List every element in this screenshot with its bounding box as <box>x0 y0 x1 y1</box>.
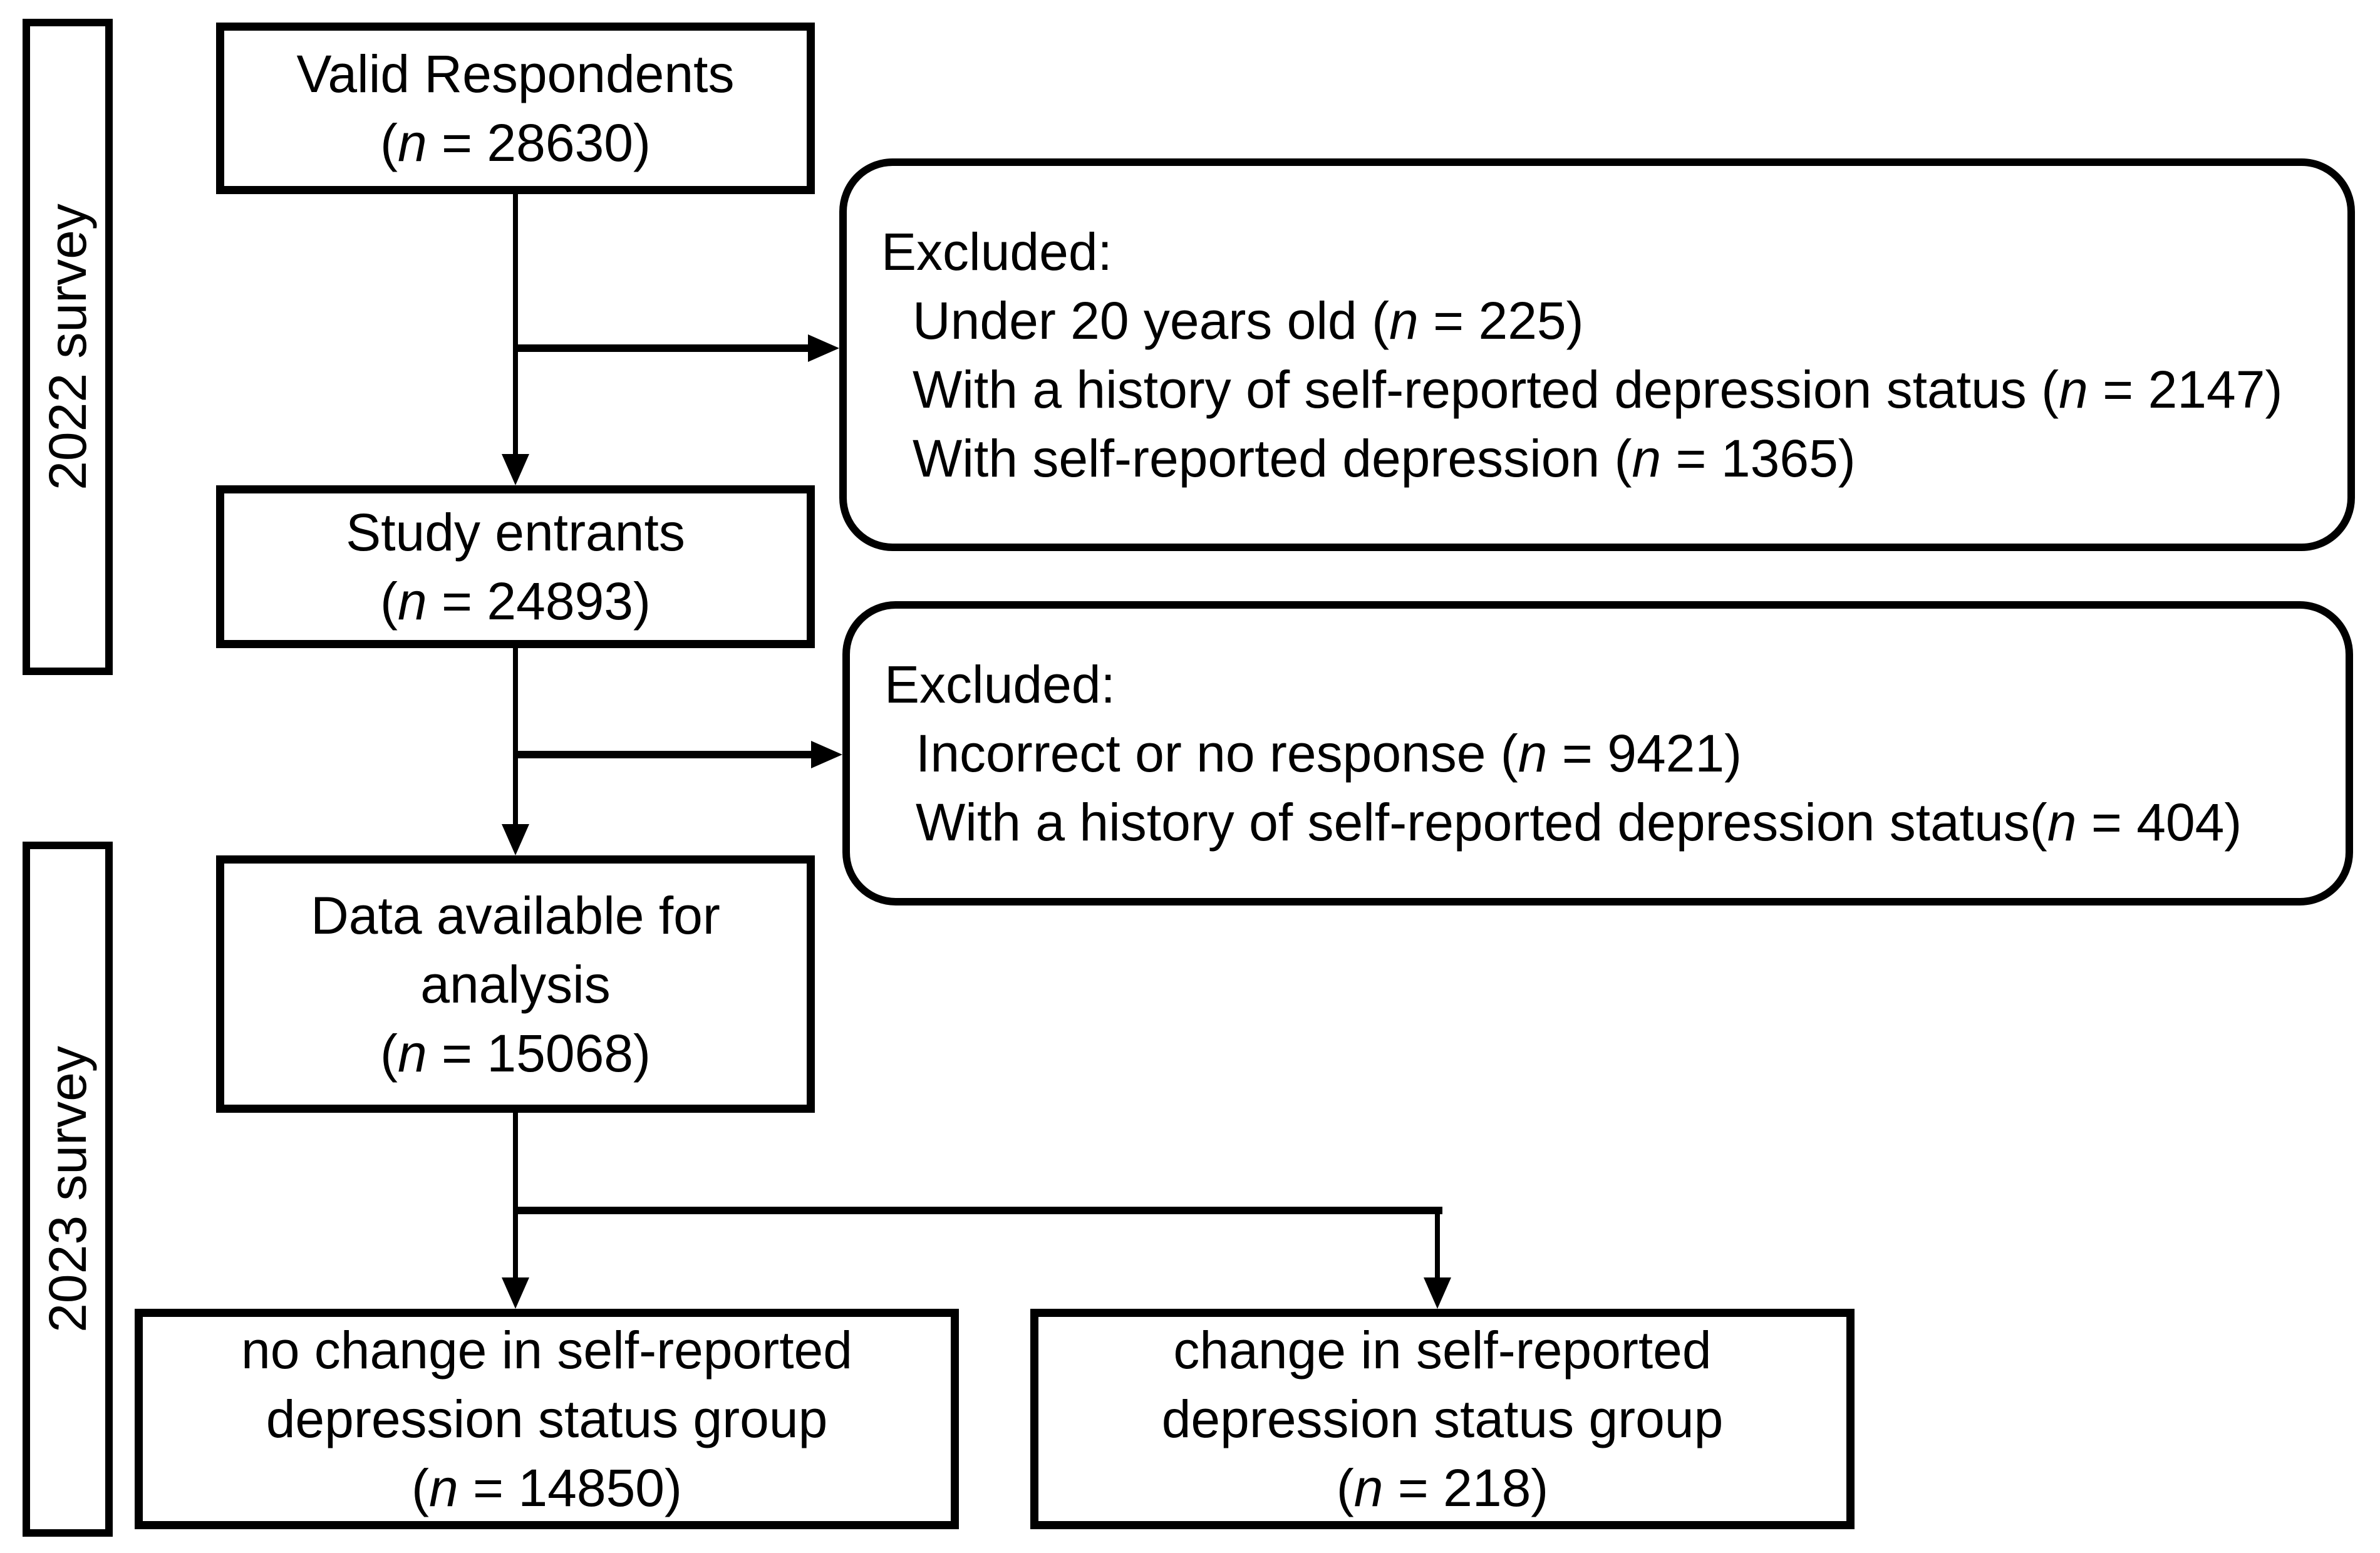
change-group-title-line2: depression status group <box>1161 1390 1724 1448</box>
stage-2022-survey-label: 2022 survey <box>38 204 97 490</box>
change-group-title-line1: change in self-reported <box>1173 1321 1712 1380</box>
change-group-box: change in self-reported depression statu… <box>1030 1309 1855 1529</box>
item-text: Under 20 years old ( <box>913 291 1390 350</box>
paren-open: ( <box>1336 1458 1354 1517</box>
excluded-2023-item-history: With a history of self-reported depressi… <box>884 788 2242 857</box>
stage-2022-survey-box: 2022 survey <box>23 19 113 675</box>
n-symbol: n <box>2047 793 2077 852</box>
count-value: = 24893) <box>427 572 651 631</box>
paren-open: ( <box>380 572 398 631</box>
n-symbol: n <box>1632 428 1662 488</box>
item-text: With a history of self-reported depressi… <box>916 793 2047 852</box>
count-value: = 14850) <box>458 1458 682 1517</box>
no-change-group-title-line1: no change in self-reported <box>241 1321 852 1380</box>
valid-respondents-title: Valid Respondents <box>296 44 735 103</box>
count-value: = 28630) <box>427 113 651 172</box>
stage-2023-survey-label: 2023 survey <box>38 1046 97 1333</box>
item-text: With a history of self-reported depressi… <box>913 359 2059 419</box>
excluded-2023-item-noresponse: Incorrect or no response (n = 9421) <box>884 719 1742 788</box>
excluded-2022-item-under20: Under 20 years old (n = 225) <box>881 286 1584 355</box>
stage-2023-survey-box: 2023 survey <box>23 842 113 1537</box>
excluded-2022-item-depression: With self-reported depression (n = 1365) <box>881 424 1856 493</box>
branch-line <box>513 1207 1442 1214</box>
data-available-title-line1: Data available for <box>311 885 720 945</box>
item-count: = 225) <box>1418 291 1584 350</box>
n-symbol: n <box>397 1023 427 1083</box>
paren-open: ( <box>380 1023 398 1083</box>
n-symbol: n <box>397 113 427 172</box>
connector-branch-to-no-change <box>513 1207 518 1277</box>
arrowhead-branch-to-no-change <box>502 1277 529 1309</box>
arrowhead-entrants-to-data <box>502 824 529 855</box>
study-entrants-title: Study entrants <box>346 503 685 562</box>
excluded-2023-box: Excluded: Incorrect or no response (n = … <box>842 601 2353 905</box>
n-symbol: n <box>1353 1458 1384 1517</box>
connector-entrants-to-data <box>513 648 518 824</box>
paren-open: ( <box>380 113 398 172</box>
excluded-2022-box: Excluded: Under 20 years old (n = 225) W… <box>839 158 2355 551</box>
item-count: = 2147) <box>2088 359 2283 419</box>
data-available-title-line2: analysis <box>420 954 611 1014</box>
excluded-2023-heading: Excluded: <box>884 655 1115 714</box>
n-symbol: n <box>397 572 427 631</box>
item-count: = 9421) <box>1547 724 1742 783</box>
no-change-group-box: no change in self-reported depression st… <box>135 1309 959 1529</box>
arrowhead-branch-to-change <box>1424 1277 1451 1309</box>
item-count: = 404) <box>2076 793 2242 852</box>
count-value: = 15068) <box>427 1023 651 1083</box>
excluded-2022-heading: Excluded: <box>881 222 1112 281</box>
valid-respondents-box: Valid Respondents (n = 28630) <box>216 23 815 194</box>
study-entrants-box: Study entrants (n = 24893) <box>216 485 815 648</box>
connector-to-excluded-2022 <box>513 344 809 352</box>
connector-to-excluded-2023 <box>513 751 812 758</box>
excluded-2022-item-history: With a history of self-reported depressi… <box>881 355 2282 424</box>
arrowhead-to-excluded-2022 <box>808 334 839 362</box>
item-count: = 1365) <box>1661 428 1856 488</box>
arrowhead-valid-to-entrants <box>502 454 529 485</box>
connector-valid-to-entrants <box>513 194 518 455</box>
data-available-count: (n = 15068) <box>380 1019 651 1088</box>
no-change-group-title-line2: depression status group <box>266 1390 828 1448</box>
data-available-box: Data available for analysis (n = 15068) <box>216 855 815 1113</box>
n-symbol: n <box>1518 724 1548 783</box>
n-symbol: n <box>1389 291 1419 350</box>
connector-branch-to-change <box>1435 1207 1440 1277</box>
n-symbol: n <box>428 1458 458 1517</box>
paren-open: ( <box>411 1458 429 1517</box>
study-entrants-count: (n = 24893) <box>380 567 651 636</box>
no-change-group-count: (n = 14850) <box>411 1453 682 1522</box>
count-value: = 218) <box>1383 1458 1549 1517</box>
change-group-count: (n = 218) <box>1337 1453 1549 1522</box>
item-text: Incorrect or no response ( <box>916 724 1518 783</box>
item-text: With self-reported depression ( <box>913 428 1632 488</box>
connector-data-to-branch <box>513 1113 518 1214</box>
valid-respondents-count: (n = 28630) <box>380 108 651 177</box>
n-symbol: n <box>2059 359 2088 419</box>
arrowhead-to-excluded-2023 <box>811 741 842 768</box>
